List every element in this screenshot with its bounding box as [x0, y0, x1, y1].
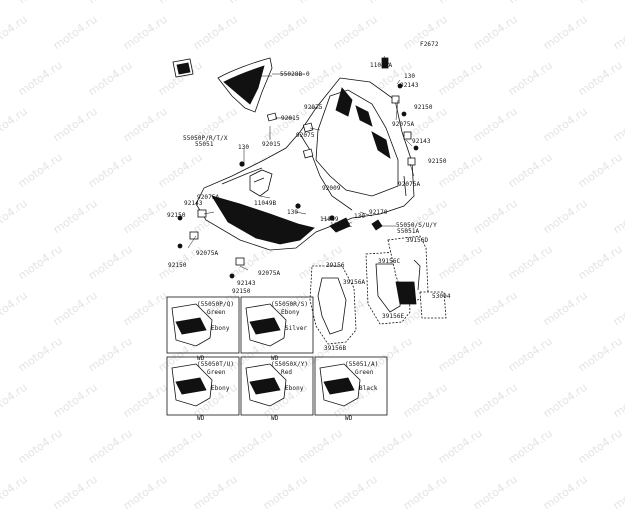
color-box-code: (55050R/S): [271, 301, 309, 308]
color-box-code: (55051/A): [345, 361, 379, 368]
fastener-group: [177, 57, 419, 279]
part-number-label: 92143: [237, 280, 256, 287]
part-number-label: 92075A: [196, 250, 219, 257]
part-number-label: 92009: [322, 185, 341, 192]
inner-panel-parts: [309, 235, 447, 345]
color-box-code: (55050X/Y): [271, 361, 309, 368]
part-number-label: 55050/S/U/Y: [396, 222, 437, 229]
part-number-label: 92150: [168, 262, 187, 269]
part-number-label: 55051: [195, 141, 214, 148]
color-box-footer: WD: [345, 415, 353, 422]
part-number-label: 92143: [412, 138, 431, 145]
color-box-footer: WD: [271, 355, 279, 362]
part-number-label: 130: [238, 144, 250, 151]
part-number-label: 92150: [428, 158, 447, 165]
part-number-label: 92170: [369, 209, 388, 216]
watermark-text: moto4.ru: [400, 472, 450, 512]
color-name-label: Ebony: [211, 385, 230, 392]
part-number-label: 92150: [232, 288, 251, 295]
part-number-label: 130: [404, 73, 416, 80]
part-number-label: 39156: [326, 262, 345, 269]
part-number-label: 92143: [184, 200, 203, 207]
part-number-label: 39156E: [382, 313, 405, 320]
part-number-label: 11049C: [330, 222, 353, 229]
color-name-label: Ebony: [211, 325, 230, 332]
watermark-text: moto4.ru: [260, 472, 310, 512]
part-number-label: 11049B: [254, 200, 277, 207]
watermark-text: moto4.ru: [470, 472, 520, 512]
part-number-label: 39156A: [343, 279, 366, 286]
part-number-label: 92075A: [398, 181, 421, 188]
upper-cowl-part: [217, 57, 273, 113]
color-box-footer: WD: [197, 415, 205, 422]
watermark-text: moto4.ru: [610, 472, 625, 512]
color-name-label: Red: [281, 369, 293, 376]
part-number-label: 92075: [296, 132, 315, 139]
color-name-label: Ebony: [281, 309, 300, 316]
part-number-label: 92075: [304, 104, 323, 111]
figure-code: F2672: [420, 41, 439, 48]
watermark-text: moto4.ru: [50, 472, 100, 512]
part-number-label: 55028B-0: [280, 71, 310, 78]
color-name-label: Green: [207, 369, 226, 376]
lower-fairing-part: [195, 77, 415, 251]
part-number-label: 92075A: [258, 270, 281, 277]
color-name-label: Silver: [285, 325, 308, 332]
exploded-parts-diagram: [166, 55, 447, 416]
part-number-label: 92150: [414, 104, 433, 111]
part-number-label: 92015: [262, 141, 281, 148]
part-number-label: 92015: [281, 115, 300, 122]
color-variation-boxes: [166, 296, 388, 416]
watermark-text: moto4.ru: [0, 472, 30, 512]
part-number-label: 130: [354, 213, 366, 220]
color-box-footer: WD: [197, 355, 205, 362]
leader-lines: [187, 55, 415, 271]
color-box-footer: WD: [271, 415, 279, 422]
watermark-text: moto4.ru: [120, 472, 170, 512]
part-number-label: 92075A: [392, 121, 415, 128]
color-box-code: (55050T/U): [197, 361, 235, 368]
watermark-text: moto4.ru: [540, 472, 590, 512]
part-number-label: 130: [287, 209, 299, 216]
part-number-label: 11049A: [370, 62, 393, 69]
part-number-label: 92075A: [197, 194, 220, 201]
watermark-text: moto4.ru: [190, 472, 240, 512]
part-number-label: 92150: [167, 212, 186, 219]
color-name-label: Green: [355, 369, 374, 376]
front-arrow-icon: [172, 58, 194, 78]
color-name-label: Black: [359, 385, 378, 392]
color-box-code: (55050P/Q): [197, 301, 235, 308]
part-number-label: 53004: [432, 293, 451, 300]
color-name-label: Ebony: [285, 385, 304, 392]
part-number-label: 55051A: [397, 228, 420, 235]
part-number-label: 55050P/R/T/X: [183, 135, 228, 142]
fairing-stay-part: [249, 169, 273, 197]
watermark-text: moto4.ru: [330, 472, 380, 512]
color-name-label: Green: [207, 309, 226, 316]
part-number-label: 39156C: [378, 258, 401, 265]
part-number-label: 11049: [320, 216, 339, 223]
part-number-label: 39156D: [406, 237, 429, 244]
part-number-label: 39156B: [324, 345, 347, 352]
part-number-label: 92143: [400, 82, 419, 89]
